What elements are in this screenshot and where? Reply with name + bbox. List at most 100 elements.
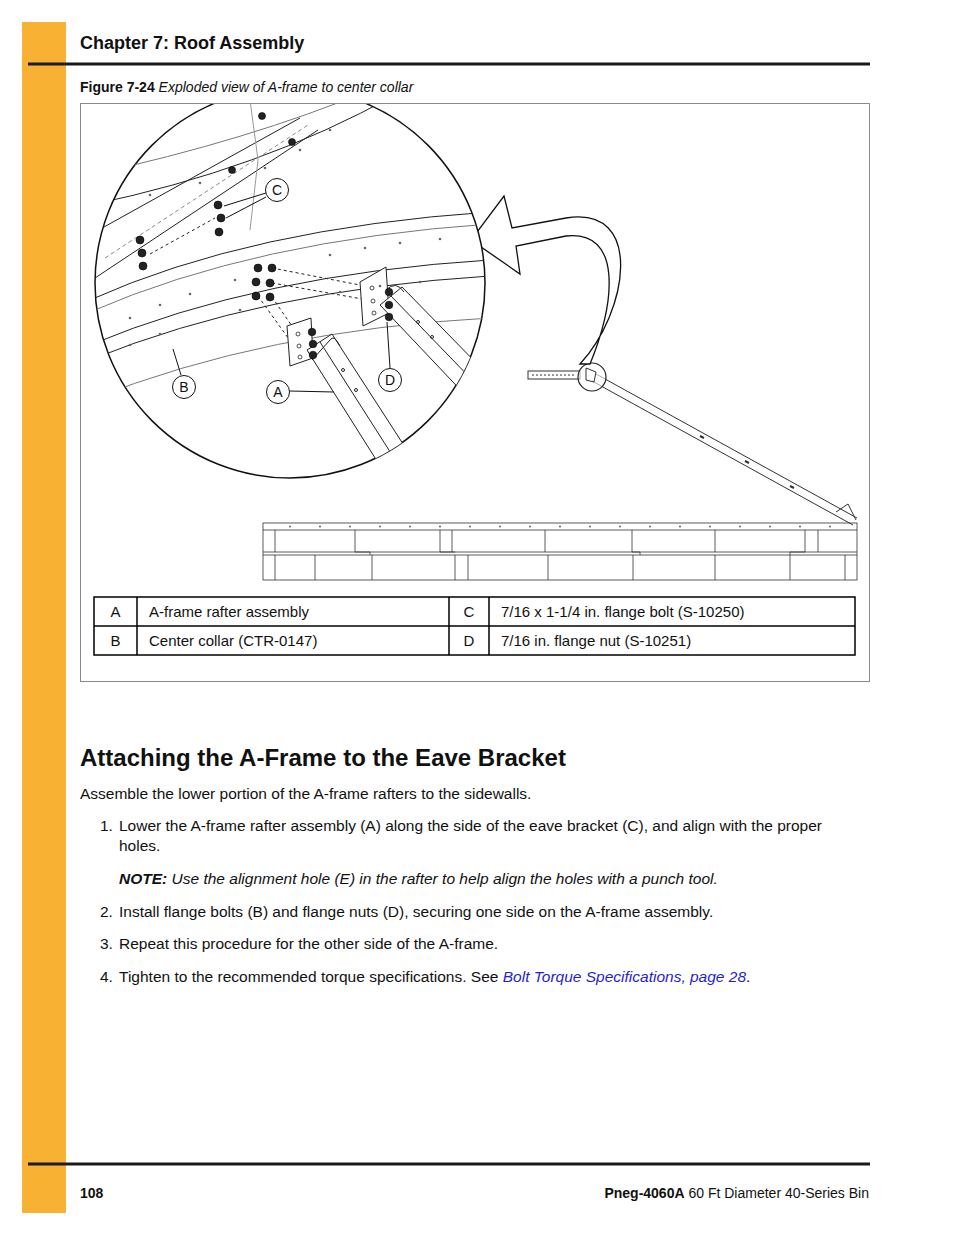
sidewall-bolt-row [319,526,321,528]
sidewall-bolt-row [379,526,381,528]
leader-lines [226,197,266,218]
flange-bolts [252,292,260,300]
magnified-detail [90,104,370,175]
magnified-detail [95,118,300,232]
roof-rafter [596,374,857,518]
bin-sidewall [468,555,469,580]
flange-bolts [214,201,222,209]
detail-circle [578,363,606,391]
step-text: Repeat this procedure for the other side… [119,934,498,954]
sidewall-bolt-row [349,526,351,528]
flange-bolts [139,262,147,270]
flange-bolts [136,113,296,302]
chapter-header: Chapter 7: Roof Assembly [80,32,304,54]
roof-rafter [528,371,857,525]
roof-rafter [700,436,794,488]
bin-sidewall [455,555,456,580]
plate-holes [372,311,376,315]
sidewall-bolt-row [709,526,711,528]
sidewall-bolt-row [439,526,441,528]
plate-holes [296,332,300,336]
bin-sidewall [818,530,819,552]
section-heading: Attaching the A-Frame to the Eave Bracke… [80,743,566,773]
flange-bolts [136,236,144,244]
roof-rafter [592,381,853,525]
flange-bolts [215,228,223,236]
table-key: C [449,598,489,626]
table-key-part: B [110,631,120,651]
collar-holes [129,344,132,347]
sidewall-bolt-row [589,526,591,528]
callout-letter: D [378,368,402,392]
collar-holes [364,247,367,250]
magnified-detail [95,130,318,278]
magnified-detail [342,369,345,372]
magnified-detail [272,283,368,300]
magnified-detail [90,224,490,312]
leader-lines [173,193,390,392]
step-text: Lower the A-frame rafter assembly (A) al… [119,816,835,856]
step-text-part: Tighten to the recommended torque specif… [119,968,498,985]
table-part-part: Center collar (CTR-0147) [149,631,317,651]
plate-holes [297,344,301,348]
bin-sidewall [372,555,373,580]
bin-sidewall [263,523,857,580]
magnified-detail [105,125,308,258]
flange-bolts [259,113,266,120]
magnified-detail [250,104,258,230]
flange-nuts [308,288,393,359]
step-text-part: Repeat this procedure for the other side… [119,935,498,952]
bin-sidewall [452,530,453,552]
sidewall-bolt-row [289,526,831,528]
magnified-detail [307,334,425,488]
flange-bolts [266,293,274,301]
flange-bolts [252,278,260,286]
chapter-header-part: Chapter 7: Roof Assembly [80,33,304,53]
bin-sidewall [548,555,549,580]
step-number: 4. [100,967,113,987]
page-number-part: 108 [80,1185,103,1201]
collar-holes [129,317,132,320]
side-tab [22,22,66,1213]
flange-bolts [289,139,296,146]
note-text-part: NOTE: [119,870,167,887]
step-number-part: 3. [100,935,113,952]
leader-lines [224,193,266,206]
detail-bracket [586,368,596,382]
bin-sidewall [263,555,857,556]
figure-caption-part: Figure 7-24 [80,79,155,95]
table-key-part: A [110,602,120,622]
magnified-detail [150,218,215,254]
parts-table-grid [94,625,855,627]
sidewall-bolt-row [769,526,771,528]
magnified-detail [272,268,365,286]
plate-holes [371,299,375,303]
note-text-part: Use the alignment hole (E) in the rafter… [172,870,718,887]
table-part-part: 7/16 x 1-1/4 in. flange bolt (S-10250) [501,602,745,622]
magnified-detail [90,104,490,488]
table-key: D [449,627,489,655]
flange-nuts [309,340,317,348]
bin-sidewall [790,555,791,580]
collar-holes [329,254,332,257]
parts-table-grid [448,597,450,655]
magnified-detail [90,104,395,205]
sidewall-bolt-row [529,526,531,528]
table-key-part: D [464,631,475,651]
document-title: Pneg-4060A60 Ft Diameter 40-Series Bin [604,1184,869,1202]
header-rule [28,63,870,66]
flange-nuts [309,351,317,359]
magnified-detail [90,104,490,488]
page-number: 108 [80,1184,103,1202]
step-text: Tighten to the recommended torque specif… [119,967,750,987]
roof-rafter [532,375,576,376]
parts-table-grid [488,597,490,655]
leader-lines [290,391,334,392]
collar-holes [329,129,332,132]
sidewall-bolt-row [679,526,681,528]
magnified-detail [355,389,358,392]
step-number: 3. [100,934,113,954]
callout-letter: B [172,375,196,399]
